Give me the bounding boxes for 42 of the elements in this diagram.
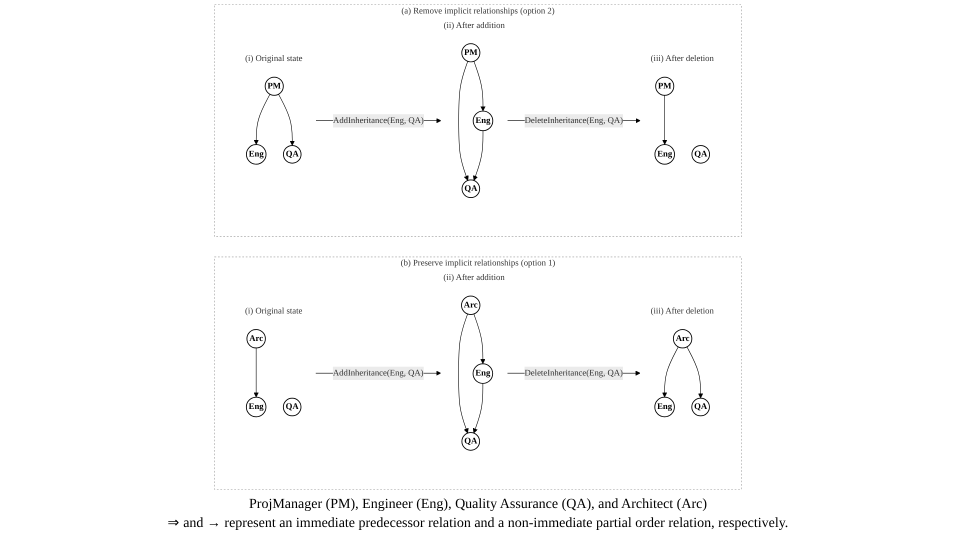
node-text: (i) Original state (245, 54, 303, 64)
node-circle: Eng (246, 144, 266, 165)
node-circle: Eng (246, 396, 266, 418)
node-circle: Arc (246, 329, 266, 348)
edge-label: DeleteInheritance(Eng, QA) (524, 116, 624, 126)
caption-text: ⇒ and → represent an immediate predecessor relation and a non-immediate partial order relation, respectively. (168, 515, 788, 532)
caption-text: ProjManager (PM), Engineer (Eng), Quality Assurance (QA), and Architect (Arc) (248, 497, 708, 513)
arrow (458, 314, 469, 434)
node-circle: QA (691, 398, 710, 416)
arrow (254, 348, 259, 398)
node-circle: QA (461, 432, 480, 451)
arrow (662, 95, 668, 145)
node-circle: PM (655, 76, 674, 96)
arrow (474, 314, 486, 364)
arrow (254, 94, 270, 145)
node-text: (iii) After deletion (650, 306, 714, 316)
edge-label: AddInheritance(Eng, QA) (333, 116, 424, 126)
node-text: (i) Original state (244, 306, 302, 316)
node-text: (ii) After addition (443, 273, 505, 282)
node-circle: Eng (654, 396, 675, 418)
node-circle: Arc (672, 329, 692, 348)
arrow (472, 383, 484, 434)
node-circle: QA (462, 180, 480, 198)
node-circle: Arc (461, 296, 480, 315)
arrow (662, 346, 679, 398)
node-text: (ii) After addition (444, 20, 505, 30)
edge-label: DeleteInheritance(Eng, QA) (524, 368, 623, 378)
arrow (278, 94, 295, 146)
arrow (474, 61, 486, 112)
edge-label: AddInheritance(Eng, QA) (332, 368, 424, 378)
node-circle: Eng (654, 144, 675, 165)
node-text: (iii) After deletion (650, 54, 714, 64)
node-circle: PM (461, 43, 480, 62)
arrow (686, 346, 704, 398)
node-circle: QA (282, 145, 302, 164)
node-circle: Eng (472, 363, 494, 384)
arrow (473, 130, 484, 181)
node-circle: PM (264, 76, 284, 96)
node-circle: QA (691, 145, 710, 164)
node-circle: QA (282, 398, 302, 416)
arrow (458, 61, 469, 181)
node-circle: Eng (472, 110, 494, 132)
